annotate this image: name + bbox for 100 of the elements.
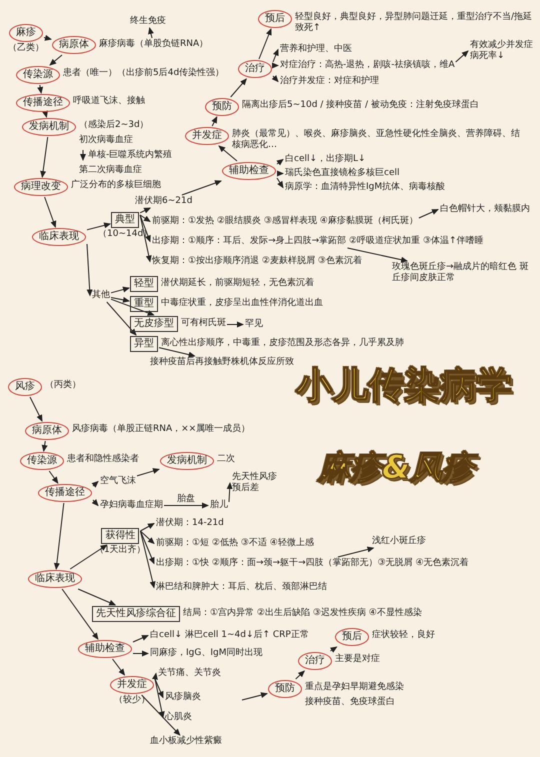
- arrow: [148, 27, 154, 38]
- note-text: 其他: [92, 290, 110, 301]
- arrow: [230, 78, 247, 98]
- note-text: 营养和护理、中医: [280, 44, 352, 55]
- arrow: [110, 286, 130, 294]
- arrow: [106, 302, 137, 336]
- side-note: 呼吸道飞沫、接触: [73, 96, 145, 107]
- arrow: [418, 209, 439, 218]
- title-text: 小儿传染病学: [296, 364, 512, 408]
- note-text: 前驱期：①短 ②低热 ③不适 ④轻微上感: [156, 538, 314, 549]
- arrow: [132, 635, 149, 642]
- arrow: [37, 84, 44, 94]
- boxed-heading: 异型: [130, 336, 158, 352]
- note-text: 前驱期：①发热 ②眼结膜炎 ③感冒样表现 ④麻疹黏膜斑（柯氏斑）: [152, 216, 418, 227]
- side-note: 主要是对症: [335, 654, 380, 665]
- arrow: [272, 62, 279, 68]
- arrow: [110, 298, 155, 316]
- boxed-heading: 轻型: [130, 276, 158, 292]
- side-note: 隔离出疹后5~10d / 接种疫苗 / 被动免疫：注射免疫球蛋白: [242, 100, 479, 111]
- arrow: [86, 244, 93, 296]
- circled-heading: 临床表现: [28, 570, 82, 588]
- arrow: [455, 50, 469, 62]
- side-note: 患者（唯一）（出疹前5后4d传染性强）: [63, 68, 224, 79]
- boxed-heading: 先天性风疹综合征: [92, 606, 180, 622]
- circled-heading: 传染源: [20, 452, 64, 470]
- arrow: [86, 222, 112, 230]
- arrow: [154, 678, 164, 698]
- note-text: 白cell↓，出疹期L↓: [285, 154, 366, 165]
- note-text: 白色帽针大，颊黏膜内: [440, 204, 530, 215]
- arrow: [136, 468, 160, 476]
- note-text: 出疹期：①顺序：耳后、发际→身上四肢→掌跖部 ②呼吸道症状加重 ③体温↑伴嗜睡: [152, 236, 484, 247]
- circled-heading: 并发症: [185, 127, 229, 145]
- side-note: 结局：①宫内异常 ②出生后缺陷 ③迟发性疾病 ④不显性感染: [183, 608, 422, 619]
- side-note: 单核-巨噬系统内繁殖: [88, 150, 172, 161]
- arrow: [42, 110, 48, 118]
- note-text: 对症治疗：高热-退热，剧咳-祛痰镇咳，维A: [280, 60, 455, 71]
- circled-heading: 治疗: [238, 60, 272, 78]
- note-text: 同麻疹，IgG、IgM同时出现: [150, 648, 262, 659]
- arrow: [140, 214, 151, 222]
- note-text: 淋巴结和脾肿大：耳后、枕后、颈部淋巴结: [156, 582, 327, 593]
- arrow: [276, 158, 284, 166]
- circled-heading: 发病机制: [22, 118, 76, 136]
- side-note: 可有柯氏斑: [181, 318, 226, 329]
- arrow: [54, 502, 64, 570]
- arrow: [70, 544, 108, 570]
- arrow: [141, 694, 180, 736]
- note-text: 浅红小斑丘疹: [372, 536, 426, 547]
- note-text: 孕妇病毒血症期: [100, 500, 163, 511]
- circled-heading: 传播途径: [16, 94, 70, 112]
- arrow: [42, 440, 48, 452]
- side-note: 第二次病毒血症: [79, 165, 143, 176]
- note-text: 接种疫苗后再接触野株机体反应所致: [150, 357, 294, 368]
- arrow: [132, 650, 149, 656]
- circled-heading: 临床表现: [32, 228, 86, 246]
- note-text: 空气飞沫: [100, 476, 136, 487]
- boxed-heading: 获得性: [101, 528, 140, 544]
- arrow: [276, 178, 284, 188]
- arrow: [30, 396, 42, 422]
- arrow: [44, 34, 52, 41]
- arrow: [276, 170, 284, 176]
- arrow: [48, 470, 58, 484]
- arrow: [140, 214, 152, 262]
- note-text: 玫瑰色斑丘疹→融成片的暗红色 斑丘疹间皮肤正常: [392, 262, 530, 284]
- side-note: （乙类）: [8, 43, 44, 54]
- note-text: 风疹脑炎: [165, 692, 201, 703]
- arrow: [218, 145, 238, 162]
- arrow: [158, 347, 196, 358]
- arrow: [347, 248, 408, 263]
- circled-heading: 预防: [205, 98, 239, 116]
- arrow: [242, 692, 268, 700]
- circled-heading: 病原体: [25, 422, 69, 440]
- circled-heading: 发病机制: [160, 452, 214, 470]
- circled-heading: 病理改变: [14, 178, 68, 196]
- arrow: [92, 499, 99, 506]
- circled-heading: 预后: [258, 10, 292, 28]
- circled-heading: 治疗: [298, 652, 332, 670]
- circled-heading: 并发症: [110, 676, 154, 694]
- arrow: [272, 48, 279, 62]
- arrow: [211, 116, 218, 126]
- arrow: [140, 530, 156, 588]
- edge-label: 胎盘: [176, 494, 196, 504]
- side-note: 离心性出疹顺序，中毒重，皮疹范围及形态各异，几乎累及肺: [161, 338, 404, 349]
- side-note: 轻型良好，典型良好，异型肺问题迁延，重型治疗不当/拖延致死↑: [295, 12, 534, 34]
- side-note: 接种疫苗、免疫球蛋白: [305, 697, 396, 708]
- note-text: 有效减少并发症病死率↓: [470, 40, 534, 62]
- arrow: [226, 482, 233, 502]
- boxed-heading: 典型: [111, 212, 140, 228]
- arrow: [49, 54, 62, 66]
- note-text: 恢复期：①按出疹顺序消退 ②麦麸样脱屑 ③色素沉着: [152, 256, 362, 267]
- arrow: [140, 530, 154, 564]
- arrow: [295, 670, 306, 680]
- note-text: 罕见: [245, 319, 263, 330]
- side-note: 重点是孕妇早期避免感染: [305, 682, 404, 693]
- note-text: 潜伏期6~21d: [135, 196, 192, 207]
- circled-heading: 预防: [268, 680, 302, 698]
- side-note: 潜伏期延长，前驱期短轻，无色素沉着: [161, 278, 314, 289]
- note-text: 关节痛、关节炎: [158, 668, 221, 679]
- arrow: [330, 646, 338, 653]
- arrow: [140, 214, 151, 242]
- circled-heading: 辅助检查: [78, 640, 132, 658]
